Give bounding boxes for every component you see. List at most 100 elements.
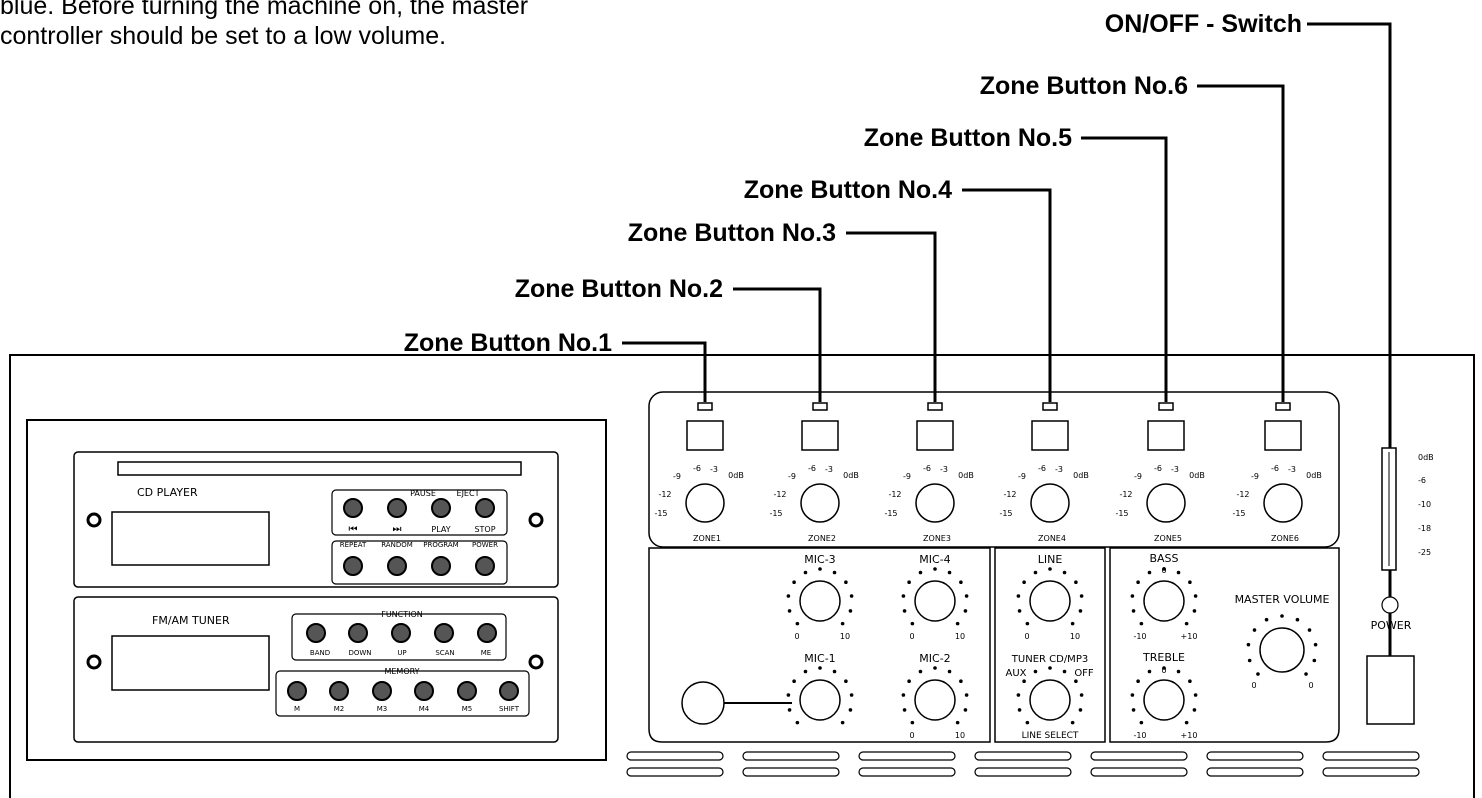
zone5-scale-m6: -6	[1154, 464, 1162, 473]
line-knob-tick	[1070, 621, 1075, 626]
zone5-volume-knob[interactable]	[1146, 483, 1186, 523]
zone1-volume-knob[interactable]	[685, 483, 725, 523]
bass-max-label: +10	[1181, 632, 1198, 641]
bass-knob-tick	[1176, 570, 1181, 575]
bass-min-label: -10	[1133, 632, 1146, 641]
cd-repeat-button[interactable]	[343, 556, 363, 576]
master-volume-label: MASTER VOLUME	[1235, 593, 1330, 606]
line-min-label: 0	[1024, 632, 1029, 641]
tuner-mount-left	[86, 654, 102, 670]
zone6-button[interactable]	[1264, 420, 1302, 451]
treble-knob[interactable]	[1143, 679, 1185, 721]
zone3-button[interactable]	[916, 420, 954, 451]
zone3-scale-zero: 0dB	[958, 471, 974, 480]
tuner-m2-button[interactable]	[329, 681, 349, 701]
zone4-volume-knob[interactable]	[1030, 483, 1070, 523]
intro-line-2: controller should be set to a low volume…	[0, 22, 447, 50]
mic1-knob-tick	[848, 708, 853, 712]
zone3-volume-knob[interactable]	[915, 483, 955, 523]
cd-next-button[interactable]	[387, 498, 407, 518]
tuner-down-label: DOWN	[348, 649, 371, 657]
mic1-knob-tick	[787, 708, 792, 712]
tuner-shift-button[interactable]	[499, 681, 519, 701]
tuner-mount-right	[528, 654, 544, 670]
tuner-down-button[interactable]	[348, 623, 368, 643]
mic4-knob-tick	[910, 621, 915, 626]
zone3-led	[927, 402, 943, 411]
master-volume-knob-tick	[1280, 614, 1284, 618]
master-min-label: 0	[1251, 681, 1256, 690]
cd-random-button[interactable]	[387, 556, 407, 576]
tuner-m5-button[interactable]	[457, 681, 477, 701]
mic4-knob-tick	[964, 594, 969, 598]
tuner-up-button[interactable]	[391, 623, 411, 643]
line-select-knob[interactable]	[1029, 679, 1071, 721]
treble-knob-tick	[1130, 693, 1135, 697]
zone4-leader	[962, 188, 1052, 402]
power-switch[interactable]	[1366, 655, 1415, 725]
tuner-m3-button[interactable]	[372, 681, 392, 701]
zone2-button[interactable]	[801, 420, 839, 451]
tuner-m1-button[interactable]	[287, 681, 307, 701]
vent-slot	[858, 767, 956, 777]
mic3-knob-tick	[818, 567, 822, 571]
tuner-title: FM/AM TUNER	[152, 614, 230, 627]
tuner-scan-button[interactable]	[434, 623, 454, 643]
zone1-label: ZONE1	[693, 534, 721, 543]
zone4-led	[1042, 402, 1058, 411]
treble-min-label: -10	[1133, 731, 1146, 740]
cd-power-button[interactable]	[475, 556, 495, 576]
master-volume-knob[interactable]	[1259, 627, 1305, 673]
line-select-knob-tick	[1016, 693, 1021, 697]
mic3-knob-tick	[792, 580, 796, 584]
mic4-knob[interactable]	[914, 580, 956, 622]
zone6-volume-knob[interactable]	[1263, 483, 1303, 523]
power-indicator-led	[1381, 596, 1399, 614]
cd-play-pause-button[interactable]	[431, 498, 451, 518]
line-knob[interactable]	[1029, 580, 1071, 622]
off-label: OFF	[1074, 668, 1094, 679]
line-knob-tick	[1062, 570, 1067, 575]
line-select-knob-tick	[1017, 708, 1022, 712]
mic1-knob[interactable]	[799, 679, 841, 721]
zone4-button[interactable]	[1031, 420, 1069, 451]
bass-knob[interactable]	[1143, 580, 1185, 622]
tuner-m4-button[interactable]	[414, 681, 434, 701]
zone2-volume-knob[interactable]	[800, 483, 840, 523]
tuner-band-button[interactable]	[306, 623, 326, 643]
cd-prev-button[interactable]	[343, 498, 363, 518]
intro-text: blue. Before turning the machine on, the…	[0, 0, 700, 51]
mic3-knob[interactable]	[799, 580, 841, 622]
treble-knob-tick	[1131, 708, 1136, 712]
line-knob-tick	[1025, 621, 1030, 626]
zone1-button[interactable]	[686, 420, 724, 451]
bass-knob-tick	[1136, 580, 1140, 584]
intro-line-1: blue. Before turning the machine on, the…	[0, 0, 529, 20]
bass-knob-tick	[1193, 594, 1198, 598]
zone3-scale-m15: -15	[884, 509, 897, 518]
tuner-me-button[interactable]	[477, 623, 497, 643]
zone3-callout: Zone Button No.3	[627, 219, 836, 247]
master-volume-knob-tick	[1307, 628, 1312, 632]
line-knob-tick	[1033, 570, 1038, 575]
cd-program-button[interactable]	[431, 556, 451, 576]
mic2-knob-tick	[910, 720, 915, 725]
tuner-function-label: FUNCTION	[381, 610, 423, 619]
mic4-knob-tick	[901, 594, 906, 598]
mic2-knob-tick	[955, 720, 960, 725]
cd-stop-eject-button[interactable]	[475, 498, 495, 518]
zone-strips: -15-12-9-6-30dBZONE1-15-12-9-6-30dBZONE2…	[654, 402, 1322, 543]
mic2-knob-tick	[964, 693, 969, 697]
cd-top-buttons	[343, 498, 495, 518]
cd-random-label: RANDOM	[381, 541, 413, 549]
zone6-scale-m6: -6	[1271, 464, 1279, 473]
mic4-knob-tick	[955, 621, 960, 626]
zone5-button[interactable]	[1147, 420, 1185, 451]
mic2-knob[interactable]	[914, 679, 956, 721]
cd-eject-label: EJECT	[457, 489, 480, 498]
zone5-callout: Zone Button No.5	[863, 124, 1072, 152]
tuner-cd-label: TUNER CD/MP3	[1011, 654, 1088, 665]
master-volume-knob-tick	[1304, 672, 1308, 676]
zone1-leader	[622, 341, 707, 402]
